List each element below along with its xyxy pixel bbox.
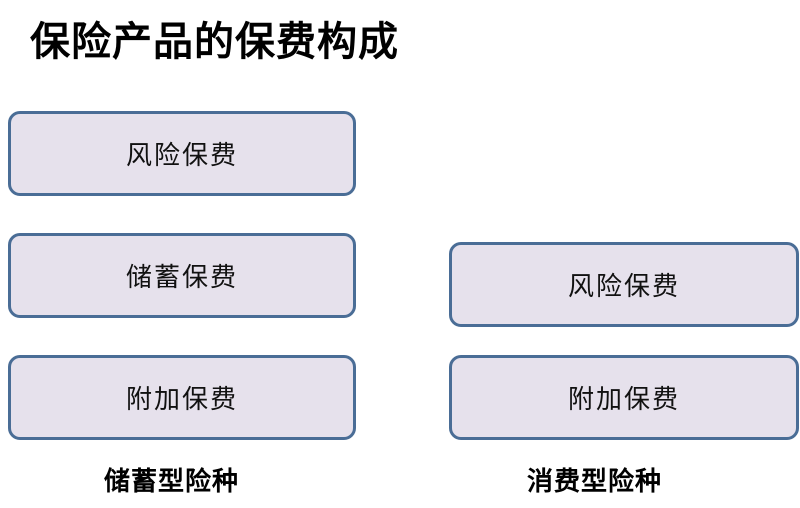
page-title: 保险产品的保费构成 — [30, 19, 399, 65]
component-label: 风险保费 — [125, 141, 238, 171]
savings-savings-premium-box: 储蓄保费 — [8, 233, 356, 318]
component-label: 附加保费 — [125, 385, 238, 415]
consumption-risk-premium-box: 风险保费 — [449, 242, 799, 327]
component-label: 风险保费 — [567, 272, 680, 302]
consumption-type-label: 消费型险种 — [527, 467, 663, 497]
consumption-additional-premium-box: 附加保费 — [449, 355, 799, 440]
savings-risk-premium-box: 风险保费 — [8, 111, 356, 196]
savings-additional-premium-box: 附加保费 — [8, 355, 356, 440]
savings-type-label: 储蓄型险种 — [104, 467, 240, 497]
component-label: 储蓄保费 — [125, 263, 238, 293]
component-label: 附加保费 — [567, 385, 680, 415]
